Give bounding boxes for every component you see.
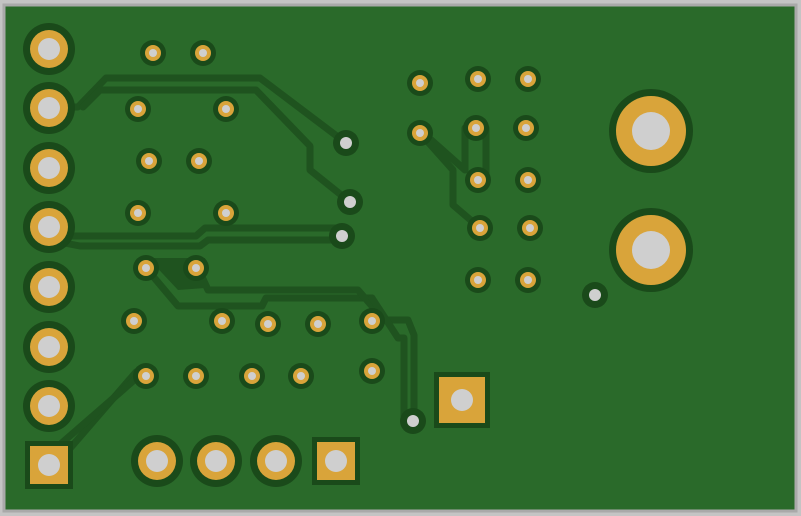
component-pad bbox=[213, 200, 239, 226]
trace bbox=[45, 236, 346, 250]
component-pad bbox=[183, 255, 209, 281]
component-pad bbox=[209, 308, 235, 334]
component-pad bbox=[136, 148, 162, 174]
via bbox=[582, 282, 608, 308]
trace bbox=[368, 294, 408, 424]
component-pad bbox=[125, 96, 151, 122]
component-pad bbox=[140, 40, 166, 66]
via bbox=[337, 189, 363, 215]
component-pad bbox=[513, 115, 539, 141]
edge-header-pin bbox=[23, 142, 75, 194]
edge-header-pin bbox=[23, 82, 75, 134]
edge-header-pin-square bbox=[25, 441, 73, 489]
component-pad bbox=[213, 96, 239, 122]
component-pad bbox=[467, 215, 493, 241]
edge-header-pin bbox=[23, 261, 75, 313]
component-pad bbox=[186, 148, 212, 174]
via-array bbox=[121, 40, 608, 434]
component-pad bbox=[125, 200, 151, 226]
trace bbox=[142, 264, 376, 310]
component-pad bbox=[255, 311, 281, 337]
component-pad bbox=[515, 267, 541, 293]
component-pad bbox=[517, 215, 543, 241]
edge-header-pin bbox=[23, 201, 75, 253]
component-pad bbox=[305, 311, 331, 337]
component-pad bbox=[133, 255, 159, 281]
mounting-pads bbox=[434, 89, 693, 428]
component-pad bbox=[465, 167, 491, 193]
edge-header-pin bbox=[23, 23, 75, 75]
component-pad bbox=[359, 308, 385, 334]
edge-header-pin bbox=[23, 380, 75, 432]
component-pad bbox=[465, 267, 491, 293]
bottom-header-pin bbox=[131, 435, 183, 487]
edge-header-pin bbox=[23, 321, 75, 373]
bottom-header-pin-square bbox=[312, 437, 360, 485]
mounting-pad bbox=[609, 208, 693, 292]
trace bbox=[52, 371, 144, 452]
component-pad bbox=[121, 308, 147, 334]
via bbox=[333, 130, 359, 156]
bottom-header-pin bbox=[250, 435, 302, 487]
component-pad bbox=[407, 70, 433, 96]
trace bbox=[79, 86, 354, 206]
component-pad bbox=[359, 358, 385, 384]
square-test-pad bbox=[434, 372, 490, 428]
component-pad bbox=[183, 363, 209, 389]
component-pad bbox=[465, 66, 491, 92]
edge-header bbox=[23, 23, 75, 489]
mounting-pad bbox=[609, 89, 693, 173]
via bbox=[400, 408, 426, 434]
component-pad bbox=[133, 363, 159, 389]
component-pad bbox=[239, 363, 265, 389]
component-pad bbox=[515, 66, 541, 92]
component-pad bbox=[463, 115, 489, 141]
bottom-header bbox=[131, 435, 360, 487]
component-pad bbox=[288, 363, 314, 389]
bottom-header-pin bbox=[190, 435, 242, 487]
trace bbox=[416, 129, 484, 232]
component-pad bbox=[407, 120, 433, 146]
component-pad bbox=[190, 40, 216, 66]
component-pad bbox=[515, 167, 541, 193]
via bbox=[329, 223, 355, 249]
